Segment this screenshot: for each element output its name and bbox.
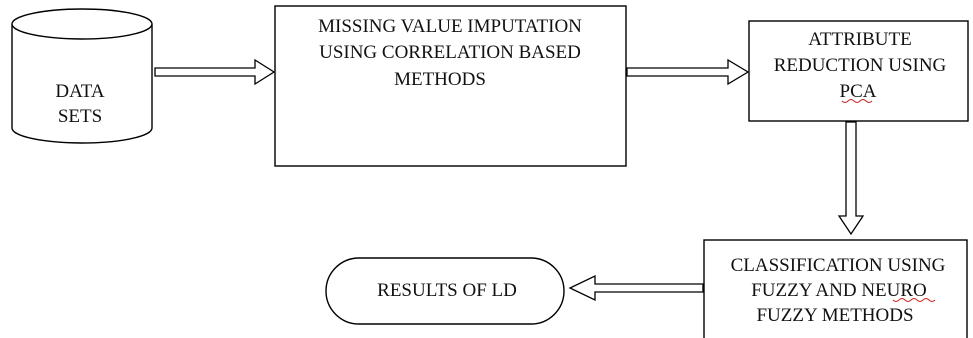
classification-box: CLASSIFICATION USING FUZZY AND NEURO FUZ… [703,239,968,338]
data-sets-label-line2: SETS [58,106,102,127]
classification-label-line1: CLASSIFICATION USING [731,255,946,276]
data-sets-cylinder: DATA SETS [10,8,160,146]
reduction-label-line3: PCA [840,81,877,102]
imputation-label-line2: USING CORRELATION BASED [319,42,581,63]
data-sets-label-line1: DATA [55,81,104,102]
imputation-label-line3: METHODS [394,69,486,90]
classification-label-line3: FUZZY METHODS [756,305,913,326]
results-terminator: RESULTS OF LD [325,257,565,325]
imputation-label-line1: MISSING VALUE IMPUTATION [318,16,582,37]
imputation-box: MISSING VALUE IMPUTATION USING CORRELATI… [274,5,627,167]
reduction-box: ATTRIBUTE REDUCTION USING PCA [748,20,969,122]
arrow-data-to-imputation [154,58,276,86]
results-label: RESULTS OF LD [377,280,517,301]
reduction-label-line1: ATTRIBUTE [808,29,911,50]
arrow-imputation-to-reduction [626,58,750,86]
classification-label-line2: FUZZY AND NEURO [751,280,927,301]
arrow-reduction-to-classification [837,121,865,236]
reduction-label-line2: REDUCTION USING [774,55,947,76]
arrow-classification-to-results [568,274,704,302]
